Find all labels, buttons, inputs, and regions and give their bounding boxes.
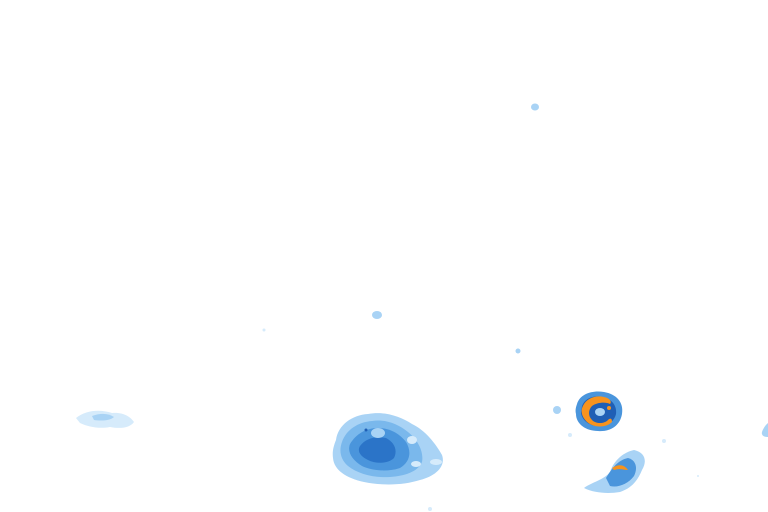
echo-small-north [531,103,539,111]
echo-storm-cell-southeast [428,439,699,511]
echo-west-light [76,410,134,428]
echo-storm-cell-east [553,391,623,437]
echo-small-center [262,311,521,354]
echo-storm-cell-central [332,413,443,485]
echo-edge-east [761,423,768,437]
